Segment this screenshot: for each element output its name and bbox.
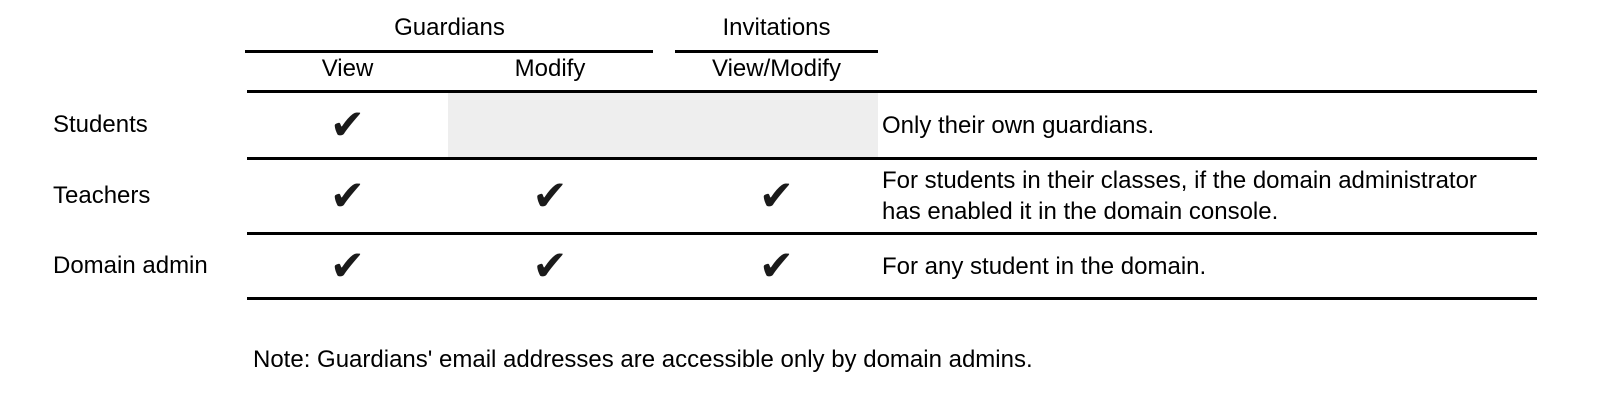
note-line: For any student in the domain.	[882, 252, 1207, 280]
rule-header-bottom	[247, 90, 1537, 93]
check-students-view-modify	[675, 93, 878, 157]
note-line: For students in their classes, if the do…	[882, 167, 1477, 194]
check-admin-modify: ✔	[532, 242, 568, 289]
check-teachers-view-modify: ✔	[758, 172, 795, 219]
note-teachers: For students in their classes, if the do…	[882, 160, 1542, 232]
check-teachers-modify: ✔	[532, 172, 568, 219]
check-students-modify	[448, 93, 652, 157]
col-header-view-modify: View/Modify	[712, 55, 841, 82]
rule-students-bottom	[247, 157, 1537, 160]
check-students-view: ✔	[329, 101, 366, 148]
rule-admin-bottom	[247, 297, 1537, 300]
group-header-invitations: Invitations	[722, 14, 831, 41]
check-admin-view: ✔	[329, 242, 366, 289]
row-label-domain-admin: Domain admin	[53, 252, 208, 279]
check-admin-view-modify: ✔	[758, 242, 795, 289]
disabled-cells-highlight	[448, 93, 878, 157]
note-domain-admin: For any student in the domain.	[882, 235, 1542, 297]
rule-teachers-bottom	[247, 232, 1537, 235]
note-students: Only their own guardians.	[882, 93, 1542, 157]
note-line: Only their own guardians.	[882, 111, 1155, 139]
row-label-students: Students	[53, 111, 148, 138]
note-line: has enabled it in the domain console.	[882, 198, 1279, 225]
footnote: Note: Guardians' email addresses are acc…	[253, 346, 1033, 373]
group-header-guardians: Guardians	[394, 14, 505, 41]
col-header-view: View	[321, 55, 374, 82]
guardians-underline	[245, 50, 653, 53]
check-teachers-view: ✔	[329, 172, 366, 219]
invitations-underline	[675, 50, 878, 53]
row-label-teachers: Teachers	[53, 182, 151, 209]
col-header-modify: Modify	[514, 55, 586, 82]
